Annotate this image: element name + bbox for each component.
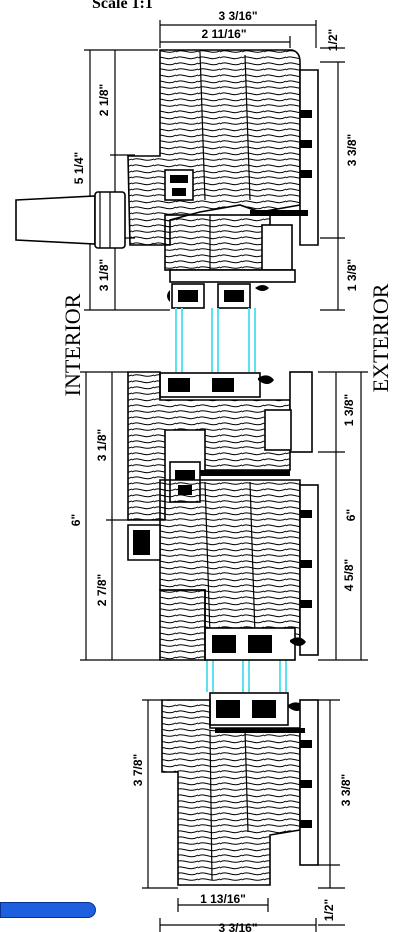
- dim-top-overall: 3 3/16": [218, 9, 257, 23]
- dim-bottom-small: 1/2": [322, 899, 336, 921]
- dim-mid-left-upper: 3 1/8": [95, 429, 109, 461]
- dim-mid-right-total: 6": [344, 509, 358, 521]
- dim-mid-right-upper: 1 3/8": [342, 394, 356, 426]
- dim-mid-right-lower: 4 5/8": [342, 559, 356, 591]
- dim-left-upper: 2 1/8": [97, 84, 111, 116]
- dim-bottom-right: 3 3/8": [339, 774, 353, 806]
- horizontal-scrollbar-thumb[interactable]: [0, 902, 96, 918]
- dim-bottom-left: 3 7/8": [131, 754, 145, 786]
- dim-bottom-overall: 3 3/16": [218, 921, 257, 932]
- sill-section: 3 7/8" 3 3/8" 1 13/16" 1/2" 3 3/16": [131, 692, 353, 932]
- top-dimensions: 3 3/16" 2 11/16" 1/2": [159, 9, 345, 63]
- dim-top-right-small: 1/2": [326, 29, 340, 51]
- head-section: 2 1/8" 5 1/4" 3 1/8" 3 3/: [15, 49, 359, 311]
- dim-top-inner: 2 11/16": [201, 27, 246, 41]
- dim-mid-left-total: 6": [69, 514, 83, 526]
- glass-lites: [175, 308, 287, 692]
- dim-bottom-inner: 1 13/16": [200, 892, 246, 906]
- dim-right-lower: 1 3/8": [345, 259, 359, 291]
- crank-handle: [15, 195, 96, 245]
- meeting-rail-section: 3 1/8" 6" 2 7/8": [69, 371, 368, 661]
- scale-title: Scale 1:1: [92, 0, 153, 12]
- interior-label: INTERIOR: [60, 293, 85, 396]
- dim-left-handle: 5 1/4": [72, 152, 86, 184]
- dim-mid-left-lower: 2 7/8": [95, 574, 109, 606]
- exterior-label: EXTERIOR: [368, 283, 393, 392]
- dim-left-lower: 3 1/8": [97, 259, 111, 291]
- dim-right-upper: 3 3/8": [345, 134, 359, 166]
